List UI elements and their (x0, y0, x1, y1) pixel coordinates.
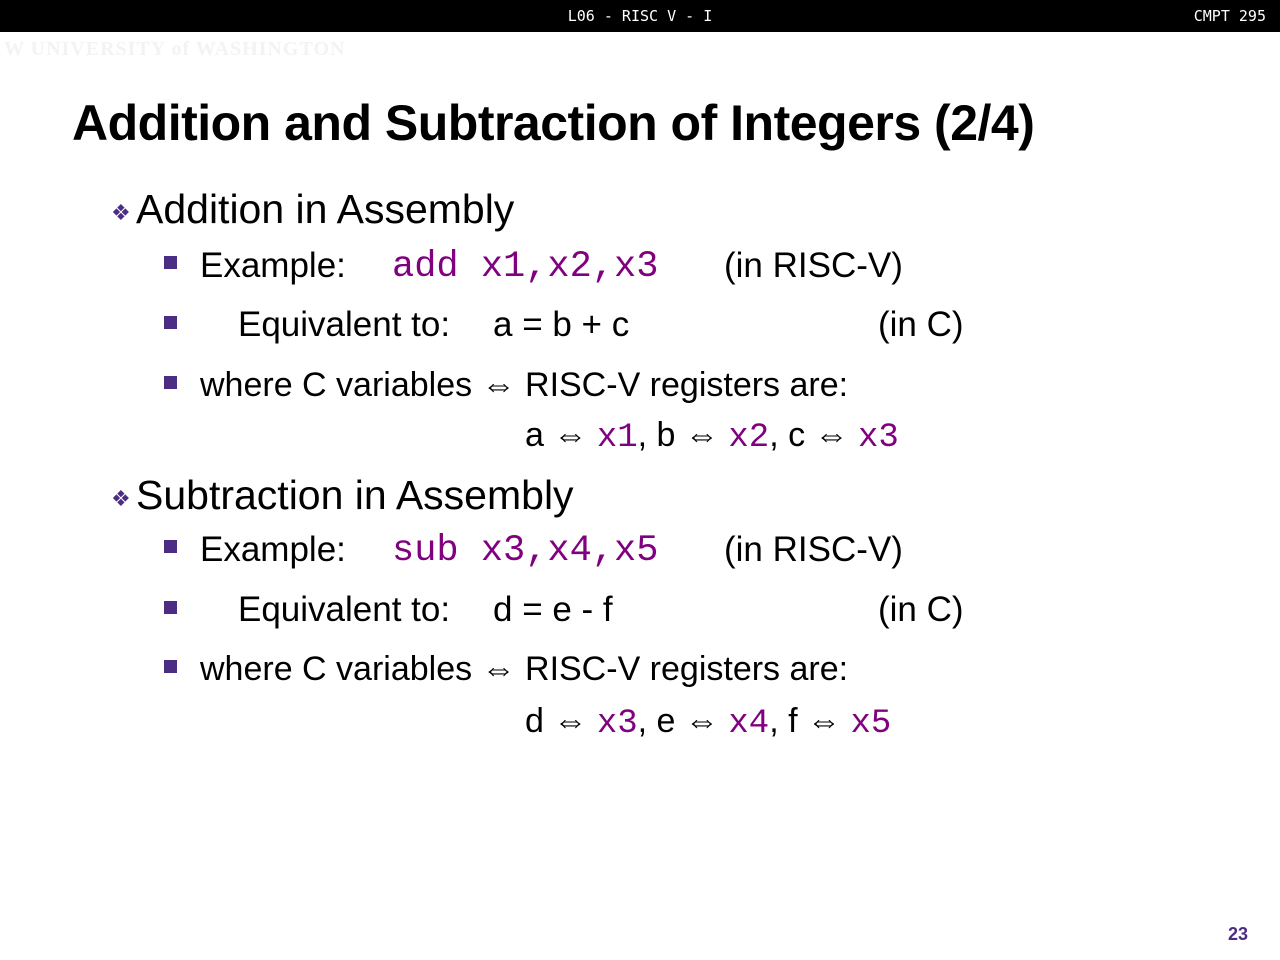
example-code: sub x3,x4,x5 (392, 530, 659, 572)
slide-title: Addition and Subtraction of Integers (2/… (72, 95, 1035, 151)
equiv-label: Equivalent to: (238, 590, 451, 629)
equiv-note: (in C) (878, 590, 964, 629)
square-bullet-icon (164, 376, 177, 389)
example-note: (in RISC-V) (724, 246, 903, 285)
square-bullet-icon (164, 660, 177, 673)
example-note: (in RISC-V) (724, 530, 903, 569)
heading-addition: Addition in Assembly (136, 186, 515, 232)
course-label: CMPT 295 (1193, 7, 1266, 25)
page-number: 23 (1227, 924, 1248, 944)
equiv-expr: a = b + c (493, 305, 630, 344)
square-bullet-icon (164, 316, 177, 329)
register-map: a ⇔ x1, b ⇔ x2, c ⇔ x3 (525, 416, 899, 457)
register-map: d ⇔ x3, e ⇔ x4, f ⇔ x5 (525, 702, 892, 743)
university-logo: W UNIVERSITY of WASHINGTON (4, 38, 346, 60)
where-text: where C variables ⇔ RISC-V registers are… (200, 650, 849, 688)
equiv-expr: d = e - f (493, 590, 613, 629)
example-code: add x1,x2,x3 (392, 246, 659, 288)
example-label: Example: (200, 530, 346, 569)
diamond-bullet-icon: ❖ (111, 200, 131, 225)
heading-subtraction: Subtraction in Assembly (136, 472, 574, 518)
where-text: where C variables ⇔ RISC-V registers are… (200, 366, 849, 404)
square-bullet-icon (164, 540, 177, 553)
square-bullet-icon (164, 256, 177, 269)
square-bullet-icon (164, 601, 177, 614)
diamond-bullet-icon: ❖ (111, 486, 131, 511)
equiv-note: (in C) (878, 305, 964, 344)
example-label: Example: (200, 246, 346, 285)
header-bar: L06 - RISC V - I CMPT 295 (0, 0, 1280, 32)
lecture-title: L06 - RISC V - I (567, 7, 713, 25)
equiv-label: Equivalent to: (238, 305, 451, 344)
